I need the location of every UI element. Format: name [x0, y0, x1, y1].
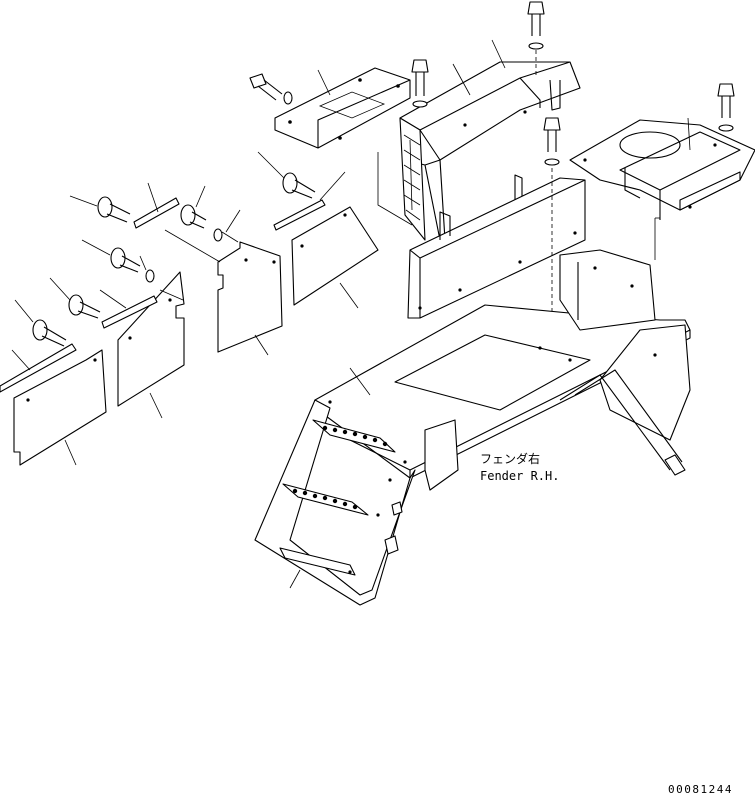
bolt-top-left: [249, 73, 293, 105]
flange-bolt-b: [180, 204, 223, 242]
fender-label-en: Fender R.H.: [480, 469, 559, 483]
flange-bolt-e: [68, 294, 101, 319]
bolt-right: [717, 83, 735, 132]
flange-bolt-f: [32, 319, 67, 347]
flap-plate-lower-left: [13, 349, 107, 466]
flap-plate-upper-left: [217, 241, 283, 353]
fender-frame: [309, 249, 691, 491]
flange-bolt-c: [97, 196, 131, 223]
assembly-lines: [159, 152, 660, 301]
grille-cover: [399, 61, 581, 241]
flap-plate-upper-right: [291, 206, 379, 306]
strip-2: [133, 197, 180, 229]
flange-bolt-a: [282, 172, 316, 199]
strip-3: [101, 295, 158, 329]
strip-4: [0, 343, 77, 393]
right-tank-cover: [569, 119, 755, 220]
top-cover-plate: [274, 67, 411, 149]
flange-bolt-d: [110, 247, 155, 283]
drawing-code: 00081244: [668, 783, 733, 796]
bolt-upper-1: [411, 59, 429, 108]
bolt-upper-2: [527, 1, 545, 78]
strip-1: [273, 199, 326, 231]
fender-label-jp: フェンダ右: [480, 451, 540, 466]
flap-plate-lower-right: [117, 271, 185, 407]
long-side-panel: [407, 174, 586, 319]
callout-leaders: [11, 39, 691, 589]
step-ladder: [254, 399, 416, 606]
